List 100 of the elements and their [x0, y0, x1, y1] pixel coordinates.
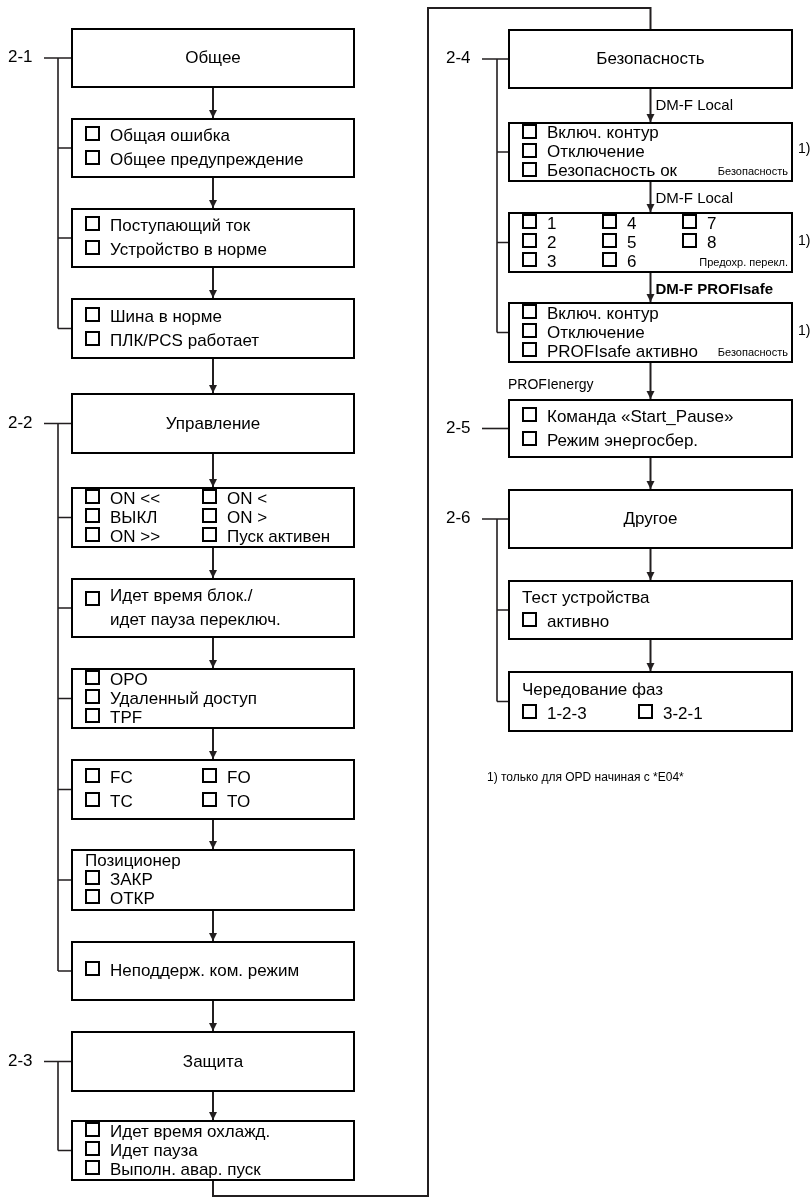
group-title: Чередование фаз — [522, 678, 665, 701]
section-title: Другое — [623, 508, 678, 531]
status-box — [508, 580, 793, 640]
status-label: Пуск активен — [227, 527, 331, 546]
note-text: Предохр. перекл. — [699, 256, 788, 269]
status-box — [508, 122, 793, 182]
arrow — [209, 267, 217, 299]
status-label: ON >> — [110, 527, 161, 546]
arrow — [209, 358, 217, 394]
section-title: Управление — [165, 412, 261, 435]
footnote-text: 1) только для OPD начиная с *E04* — [487, 770, 684, 784]
status-label: ON << — [110, 489, 161, 508]
status-label: Включ. контур — [547, 124, 659, 142]
status-label: Идет время блок./ идет пауза переключ. — [110, 585, 282, 631]
arrow — [209, 819, 217, 850]
section-number: 2-5 — [446, 417, 471, 438]
note-text: Безопасность — [717, 165, 788, 178]
section-title: Общее — [185, 47, 241, 70]
section-number: 2-2 — [8, 412, 33, 433]
arrow — [646, 272, 655, 303]
footnote-mark: 1) — [798, 322, 811, 338]
status-label: FC — [110, 766, 133, 789]
arrow — [646, 362, 655, 400]
status-box — [508, 399, 793, 458]
section-box — [508, 29, 793, 89]
arrow — [209, 453, 217, 488]
status-label: FO — [227, 766, 251, 789]
status-label: Общая ошибка — [110, 125, 230, 147]
arrow — [209, 87, 217, 119]
status-label: Отключение — [547, 143, 645, 161]
arrow — [209, 728, 217, 760]
status-label: 1-2-3 — [547, 702, 587, 725]
status-label: TO — [227, 790, 251, 813]
status-box — [71, 668, 355, 729]
status-label: ON > — [227, 508, 268, 527]
footnote-mark: 1) — [798, 232, 811, 248]
status-box — [71, 941, 355, 1001]
status-label: Отключение — [547, 323, 645, 342]
status-label: 6 — [627, 252, 637, 271]
status-label: Безопасность ок — [547, 162, 678, 180]
status-label: Шина в норме — [110, 305, 222, 328]
section-box — [71, 1031, 355, 1092]
status-label: Идет пауза — [110, 1141, 198, 1160]
status-label: Поступающий ток — [110, 215, 251, 237]
status-label: Удаленный доступ — [110, 689, 257, 708]
status-box — [71, 298, 355, 359]
status-label: ON < — [227, 489, 268, 508]
section-number: 2-4 — [446, 48, 471, 68]
status-label: ПЛК/PCS работает — [110, 329, 260, 352]
status-label: Режим энергосбер. — [547, 429, 699, 452]
status-label: 8 — [707, 233, 717, 252]
status-label: Неподдерж. ком. режим — [110, 960, 300, 982]
edge-label: DM-F Local — [655, 96, 733, 113]
arrow — [646, 457, 655, 490]
section-box — [71, 28, 355, 88]
arrow — [646, 88, 655, 123]
footnote-mark: 1) — [798, 140, 811, 156]
status-label: Идет время охлажд. — [110, 1122, 271, 1141]
arrow — [209, 637, 217, 669]
section-title: Безопасность — [596, 48, 705, 71]
status-label: Включ. контур — [547, 304, 659, 323]
edge-label: DM-F Local — [655, 189, 733, 206]
arrow — [209, 177, 217, 209]
status-label: PROFIsafe активно — [547, 342, 699, 361]
status-label: Общее предупреждение — [110, 149, 304, 171]
footnote-mark: PROFIenergy — [508, 376, 594, 392]
arrow — [209, 547, 217, 579]
section-number: 2-6 — [446, 508, 471, 528]
status-label: Устройство в норме — [110, 239, 267, 261]
status-box — [508, 302, 793, 363]
status-box — [71, 118, 355, 178]
status-label: ОТКР — [110, 889, 155, 908]
section-number: 2-3 — [8, 1050, 33, 1071]
arrow — [646, 548, 655, 581]
section-box — [508, 489, 793, 549]
status-label: ВЫКЛ — [110, 508, 158, 527]
note-text: Безопасность — [717, 346, 788, 359]
status-label: активно — [547, 611, 610, 633]
arrow — [646, 181, 655, 213]
status-box — [71, 208, 355, 268]
status-box — [508, 212, 793, 273]
connector-line — [212, 7, 652, 1197]
status-label: 7 — [707, 214, 717, 233]
status-box — [71, 849, 355, 911]
group-title: Тест устройства — [522, 587, 651, 609]
status-label: 3-2-1 — [663, 702, 703, 725]
status-box — [71, 1120, 355, 1181]
status-box — [71, 487, 355, 548]
status-label: 5 — [627, 233, 637, 252]
section-number: 2-1 — [8, 47, 33, 67]
group-title: Позиционер — [85, 852, 182, 870]
status-box — [508, 671, 793, 732]
status-label: TPF — [110, 708, 143, 727]
section-title: Защита — [182, 1050, 244, 1073]
status-label: Выполн. авар. пуск — [110, 1160, 261, 1179]
status-box — [71, 759, 355, 820]
status-box — [71, 578, 355, 638]
status-label: 4 — [627, 214, 637, 233]
status-label: TC — [110, 790, 133, 813]
status-label: 3 — [547, 252, 557, 271]
